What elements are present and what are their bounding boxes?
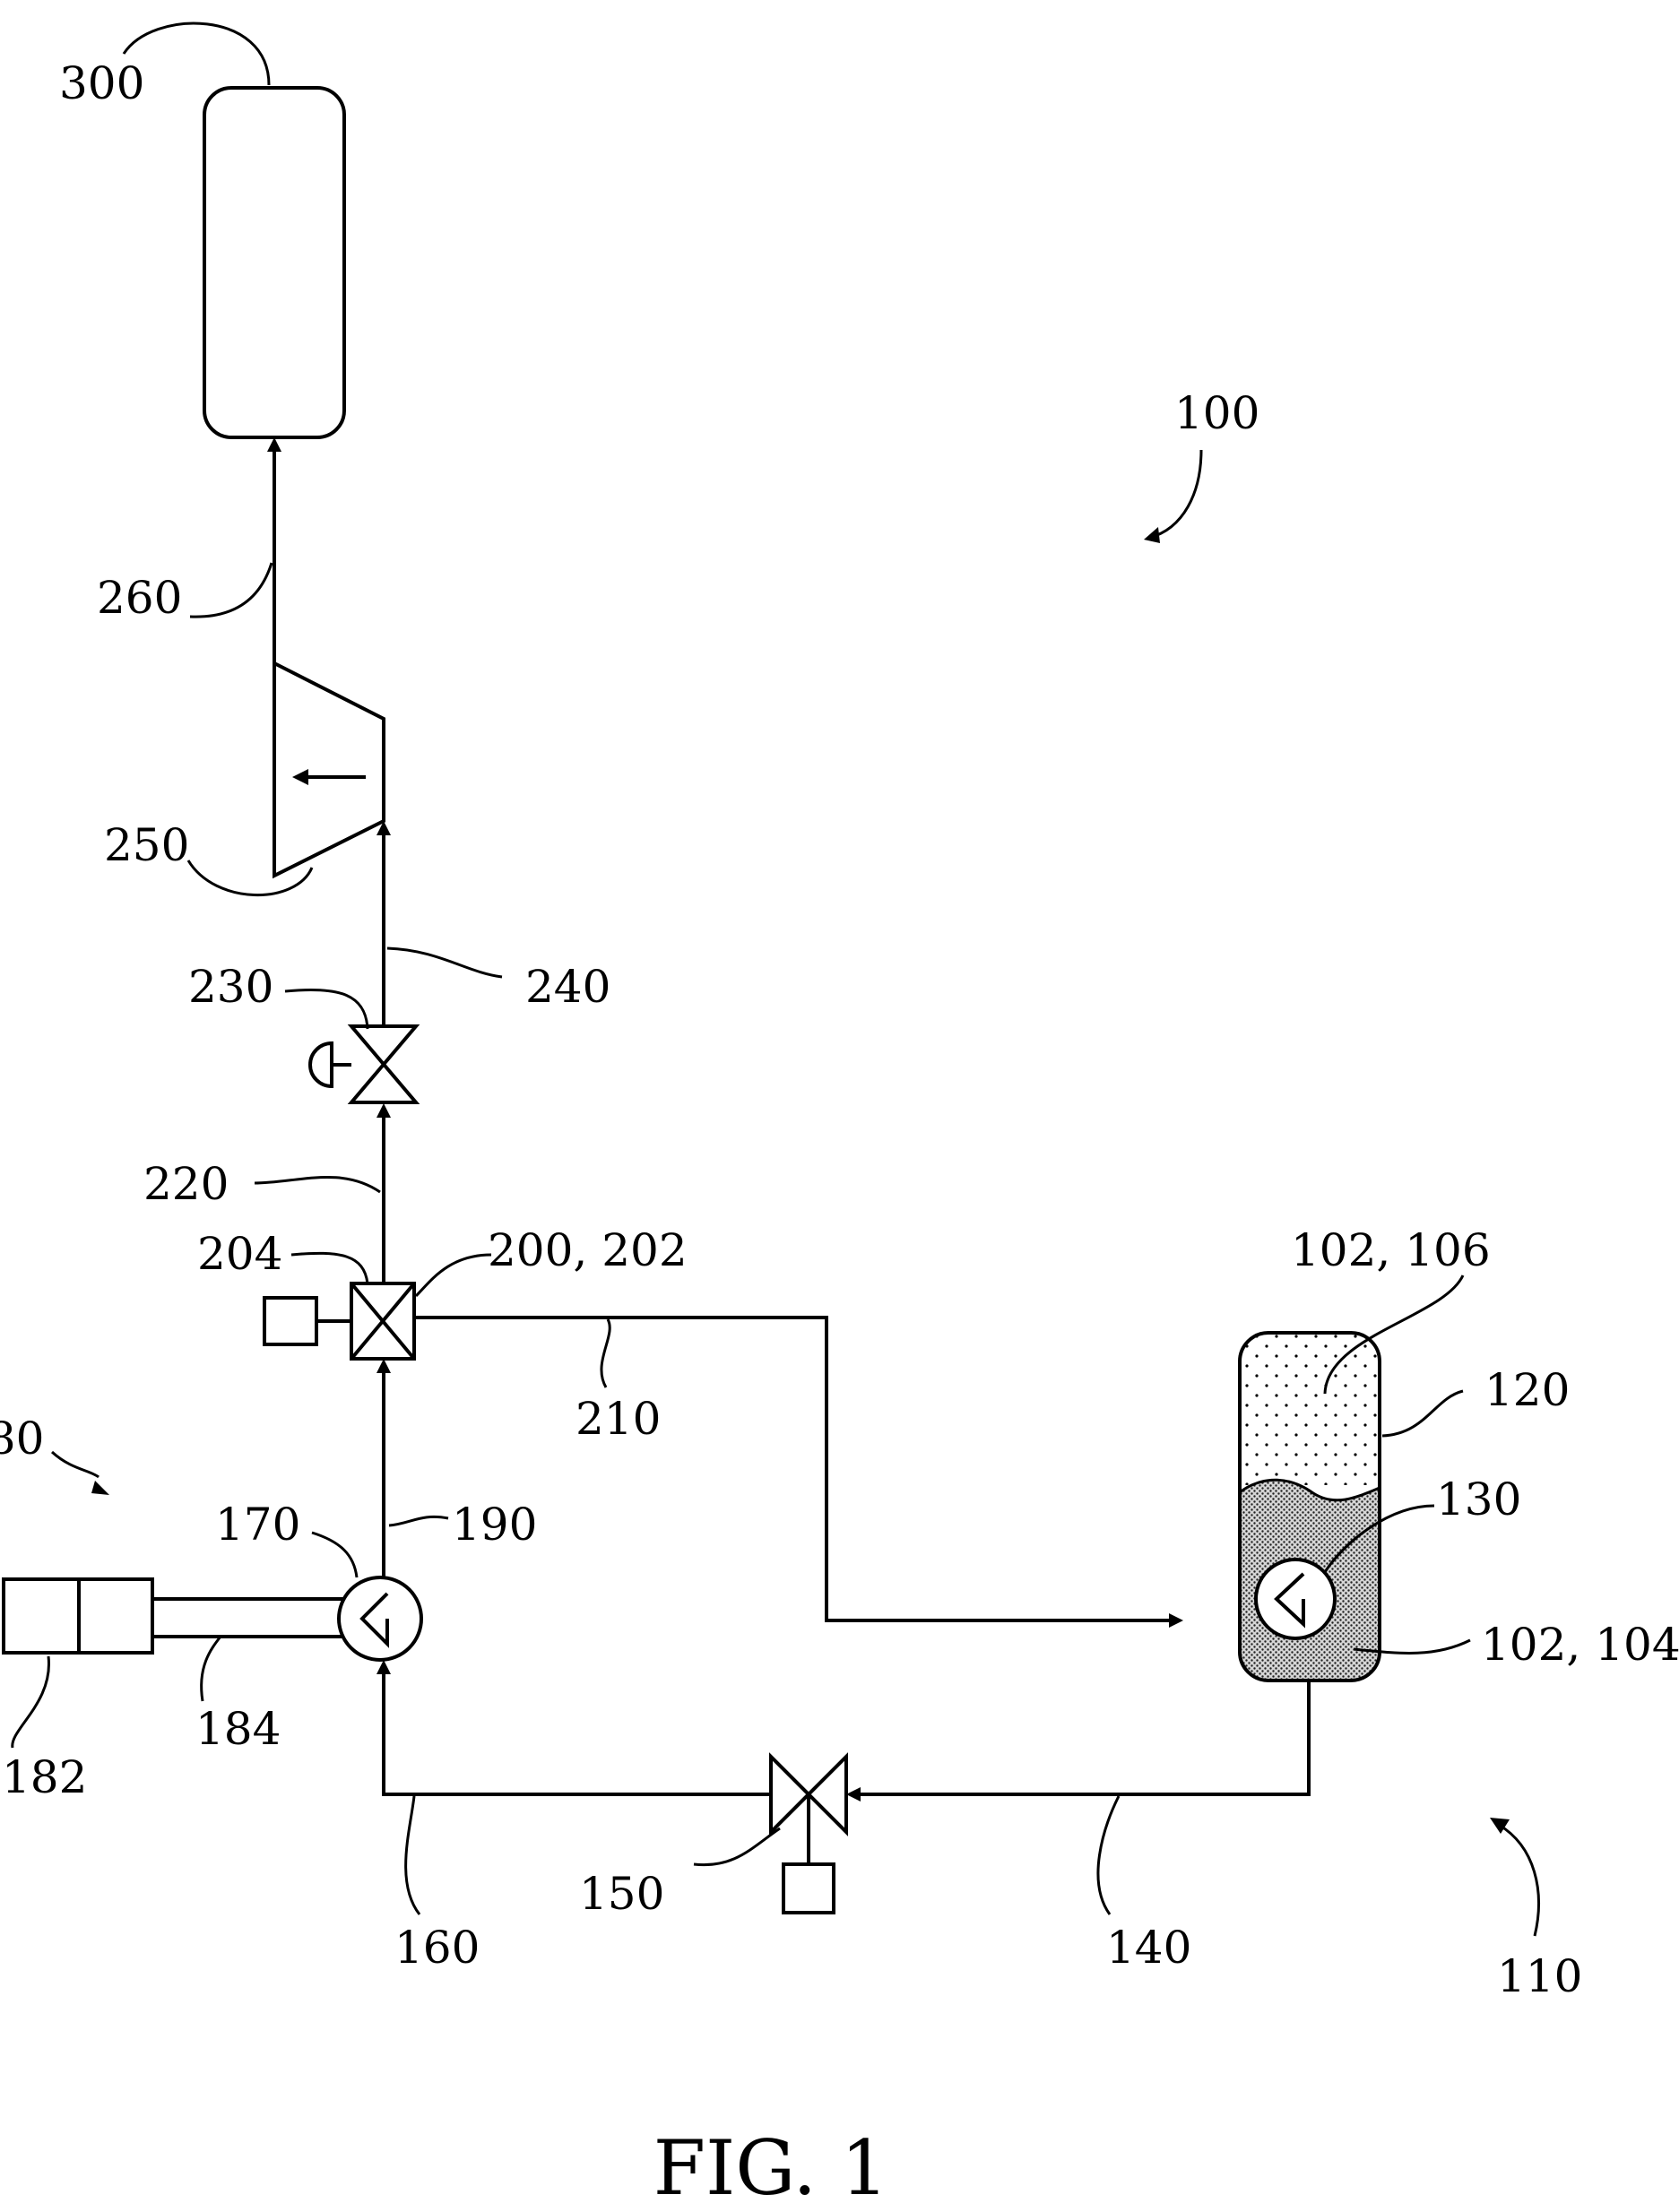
leader-184 — [202, 1637, 221, 1701]
label-220: 220 — [143, 1158, 229, 1210]
label-184: 184 — [195, 1703, 281, 1755]
compressor-arrow-head — [292, 769, 308, 785]
line-140 — [859, 1681, 1309, 1794]
figure-caption: FIG. 1 — [653, 2124, 888, 2212]
leader-220 — [255, 1177, 380, 1192]
heating-unit-box-b — [79, 1579, 152, 1653]
label-182: 182 — [2, 1751, 87, 1803]
leader-100-arrow — [1144, 527, 1160, 543]
line-160 — [384, 1672, 771, 1794]
label-160: 160 — [394, 1922, 480, 1974]
vapor-phase-106 — [1240, 1333, 1380, 1485]
leader-120 — [1382, 1391, 1463, 1436]
label-190: 190 — [452, 1499, 537, 1551]
valve-230 — [351, 1026, 416, 1102]
label-240: 240 — [525, 961, 610, 1013]
leader-140 — [1098, 1796, 1119, 1914]
leader-110 — [1499, 1825, 1538, 1936]
label-200-202: 200, 202 — [488, 1224, 688, 1276]
leader-160 — [406, 1796, 420, 1914]
arrow-head-220 — [376, 1103, 391, 1118]
heat-exchanger-170 — [339, 1577, 421, 1660]
leader-300 — [124, 23, 269, 85]
leader-230 — [285, 989, 368, 1029]
heating-unit-box-a — [4, 1579, 79, 1653]
heat-exchanger-170-coil — [362, 1594, 387, 1644]
leader-204 — [291, 1253, 368, 1283]
label-102-104: 102, 104 — [1481, 1619, 1679, 1671]
label-204: 204 — [197, 1228, 282, 1280]
arrow-head-140 — [846, 1787, 861, 1802]
leader-182 — [13, 1656, 49, 1748]
compressor-250 — [274, 663, 384, 876]
label-150: 150 — [579, 1868, 664, 1920]
arrow-head-160 — [376, 1660, 391, 1674]
label-100: 100 — [1174, 387, 1259, 439]
label-130: 130 — [1436, 1473, 1521, 1525]
label-110: 110 — [1497, 1950, 1582, 2002]
leader-210 — [601, 1319, 610, 1387]
leader-100 — [1149, 450, 1201, 538]
leader-190 — [389, 1516, 448, 1525]
vessel-120 — [1240, 1333, 1380, 1685]
valve-230-actuator — [310, 1043, 332, 1086]
arrow-head-210 — [1169, 1613, 1183, 1628]
label-230: 230 — [188, 961, 273, 1013]
arrow-head-190 — [376, 1359, 391, 1373]
leader-240 — [387, 948, 502, 977]
storage-vessel-300 — [204, 88, 344, 437]
arrow-head-260 — [267, 437, 281, 452]
label-120: 120 — [1484, 1364, 1570, 1416]
label-260: 260 — [97, 572, 182, 624]
label-300: 300 — [59, 57, 144, 109]
valve-200-actuator — [264, 1298, 316, 1344]
line-210 — [414, 1318, 1174, 1620]
leader-150 — [694, 1828, 780, 1865]
leader-260 — [190, 563, 272, 617]
label-140: 140 — [1106, 1922, 1191, 1974]
leader-180 — [52, 1452, 99, 1477]
label-250: 250 — [104, 819, 189, 871]
label-210: 210 — [576, 1393, 661, 1445]
valve-150-actuator — [783, 1864, 834, 1913]
label-170: 170 — [215, 1499, 300, 1551]
leader-200 — [416, 1255, 491, 1296]
label-180: 180 — [0, 1413, 44, 1465]
leader-180-arrow — [91, 1481, 109, 1495]
leader-170 — [312, 1533, 357, 1577]
heat-exchanger-130 — [1256, 1560, 1335, 1638]
label-102-106: 102, 106 — [1291, 1224, 1491, 1276]
